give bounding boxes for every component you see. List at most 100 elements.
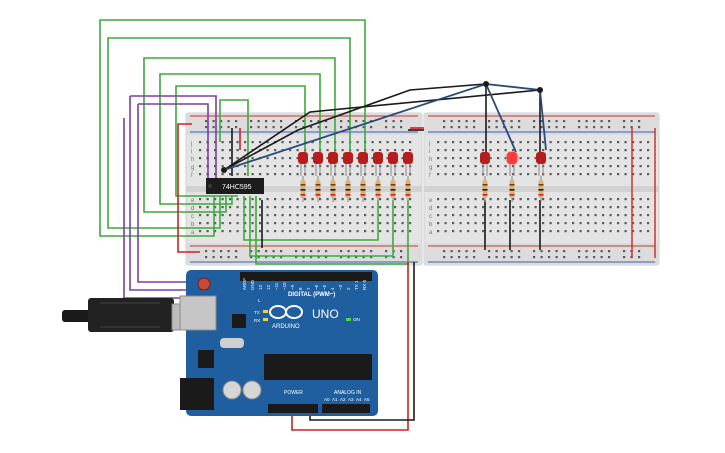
breadboard-hole[interactable] (489, 198, 492, 201)
breadboard-hole[interactable] (527, 214, 530, 217)
breadboard-hole[interactable] (489, 173, 492, 176)
breadboard-hole[interactable] (356, 230, 359, 233)
rail-hole[interactable] (473, 250, 476, 253)
rail-hole[interactable] (510, 120, 513, 123)
breadboard-hole[interactable] (459, 149, 462, 152)
rail-hole[interactable] (362, 120, 365, 123)
breadboard-hole[interactable] (229, 198, 232, 201)
breadboard-hole[interactable] (557, 214, 560, 217)
breadboard-hole[interactable] (459, 222, 462, 225)
breadboard-hole[interactable] (251, 157, 254, 160)
breadboard-hole[interactable] (214, 222, 217, 225)
breadboard-hole[interactable] (519, 165, 522, 168)
breadboard-hole[interactable] (527, 165, 530, 168)
breadboard-hole[interactable] (542, 198, 545, 201)
breadboard-hole[interactable] (489, 222, 492, 225)
rail-hole[interactable] (235, 256, 238, 259)
breadboard-hole[interactable] (266, 198, 269, 201)
breadboard-hole[interactable] (311, 141, 314, 144)
breadboard-hole[interactable] (579, 214, 582, 217)
breadboard-hole[interactable] (549, 141, 552, 144)
breadboard-hole[interactable] (356, 214, 359, 217)
breadboard-hole[interactable] (221, 214, 224, 217)
rail-hole[interactable] (503, 250, 506, 253)
breadboard-hole[interactable] (409, 214, 412, 217)
breadboard-hole[interactable] (296, 173, 299, 176)
breadboard-hole[interactable] (266, 165, 269, 168)
breadboard-hole[interactable] (504, 173, 507, 176)
breadboard-hole[interactable] (609, 173, 612, 176)
rail-hole[interactable] (250, 126, 253, 129)
rail-hole[interactable] (265, 250, 268, 253)
rail-hole[interactable] (518, 250, 521, 253)
breadboard-hole[interactable] (497, 230, 500, 233)
breadboard-hole[interactable] (549, 198, 552, 201)
breadboard-hole[interactable] (504, 230, 507, 233)
breadboard-hole[interactable] (534, 149, 537, 152)
breadboard-hole[interactable] (364, 230, 367, 233)
breadboard-hole[interactable] (251, 165, 254, 168)
breadboard-hole[interactable] (214, 198, 217, 201)
breadboard-hole[interactable] (304, 206, 307, 209)
breadboard-hole[interactable] (497, 141, 500, 144)
breadboard-hole[interactable] (587, 149, 590, 152)
breadboard-hole[interactable] (624, 165, 627, 168)
rail-hole[interactable] (325, 126, 328, 129)
rail-hole[interactable] (280, 126, 283, 129)
breadboard-hole[interactable] (214, 230, 217, 233)
rail-hole[interactable] (458, 250, 461, 253)
breadboard-hole[interactable] (489, 149, 492, 152)
resistor[interactable] (538, 176, 544, 202)
breadboard-hole[interactable] (587, 214, 590, 217)
breadboard-hole[interactable] (504, 222, 507, 225)
breadboard-hole[interactable] (251, 173, 254, 176)
breadboard-hole[interactable] (274, 173, 277, 176)
breadboard-hole[interactable] (549, 222, 552, 225)
breadboard-hole[interactable] (459, 173, 462, 176)
breadboard-hole[interactable] (341, 230, 344, 233)
usb-port[interactable] (179, 295, 217, 331)
breadboard-hole[interactable] (371, 222, 374, 225)
breadboard-hole[interactable] (474, 149, 477, 152)
breadboard-hole[interactable] (251, 206, 254, 209)
breadboard-hole[interactable] (401, 157, 404, 160)
analog-header[interactable] (322, 404, 370, 413)
breadboard-hole[interactable] (379, 198, 382, 201)
rail-hole[interactable] (473, 126, 476, 129)
rail-hole[interactable] (533, 120, 536, 123)
breadboard-hole[interactable] (557, 173, 560, 176)
breadboard-hole[interactable] (244, 149, 247, 152)
breadboard-hole[interactable] (609, 222, 612, 225)
breadboard-hole[interactable] (311, 222, 314, 225)
breadboard-hole[interactable] (251, 198, 254, 201)
breadboard-hole[interactable] (304, 230, 307, 233)
breadboard-hole[interactable] (467, 198, 470, 201)
breadboard-hole[interactable] (437, 173, 440, 176)
breadboard-hole[interactable] (602, 230, 605, 233)
breadboard-hole[interactable] (534, 206, 537, 209)
rail-hole[interactable] (638, 126, 641, 129)
breadboard-hole[interactable] (594, 206, 597, 209)
breadboard-hole[interactable] (259, 165, 262, 168)
breadboard-hole[interactable] (482, 149, 485, 152)
breadboard-hole[interactable] (326, 149, 329, 152)
breadboard-hole[interactable] (579, 149, 582, 152)
breadboard-hole[interactable] (296, 230, 299, 233)
breadboard-hole[interactable] (319, 214, 322, 217)
breadboard-hole[interactable] (474, 214, 477, 217)
rail-hole[interactable] (608, 126, 611, 129)
breadboard-hole[interactable] (534, 157, 537, 160)
breadboard-hole[interactable] (274, 149, 277, 152)
resistor[interactable] (375, 176, 381, 202)
breadboard-hole[interactable] (311, 214, 314, 217)
breadboard-hole[interactable] (444, 173, 447, 176)
breadboard-hole[interactable] (394, 206, 397, 209)
breadboard-hole[interactable] (236, 149, 239, 152)
rail-hole[interactable] (385, 126, 388, 129)
breadboard-hole[interactable] (274, 222, 277, 225)
breadboard-hole[interactable] (214, 206, 217, 209)
rail-hole[interactable] (317, 256, 320, 259)
breadboard-hole[interactable] (364, 214, 367, 217)
